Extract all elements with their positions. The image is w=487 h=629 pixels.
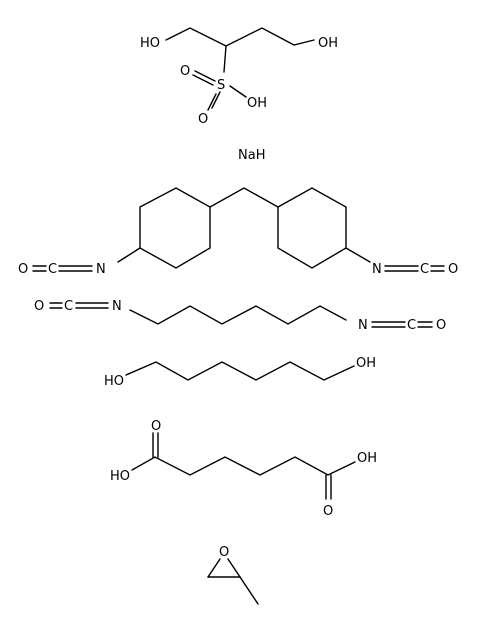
isocyanate-nitrogen-right-label: N [358, 318, 368, 333]
sodium-hydride: NaH [238, 148, 265, 163]
isocyanate-carbon-right-label: C [407, 318, 416, 333]
sulfonic-hydroxyl-label: OH [247, 96, 267, 111]
isocyanate-carbon-left-label: C [48, 262, 57, 277]
isocyanate-carbon-right-label: C [420, 262, 429, 277]
sulfonyl-oxygen-upper-label: O [180, 64, 190, 79]
isocyanate-nitrogen-left-label: N [96, 262, 106, 277]
carboxyl-hydroxyl-left-label: HO [110, 469, 130, 484]
hexanediol: HO OH [104, 356, 376, 389]
carbonyl-oxygen-lower-label: O [323, 504, 333, 519]
hydroxyl-left-label: HO [140, 36, 160, 51]
epoxide-oxygen-label: O [219, 545, 229, 560]
isocyanate-oxygen-right-label: O [448, 262, 458, 277]
carbonyl-oxygen-upper-label: O [151, 419, 161, 434]
isocyanate-nitrogen-left-label: N [112, 299, 122, 314]
hydroxyl-right-label: OH [356, 356, 376, 371]
butanediol-sulfonic-acid: HO OH S O O OH [140, 27, 338, 127]
sulfur-label: S [217, 78, 225, 93]
carboxyl-hydroxyl-right-label: OH [357, 451, 377, 466]
isocyanate-oxygen-left-label: O [18, 262, 28, 277]
hydroxyl-left-label: HO [104, 374, 124, 389]
hmdi-diisocyanate: O C N N C O [18, 187, 458, 277]
sulfonyl-oxygen-lower-label: O [198, 112, 208, 127]
propylene-oxide: O [207, 545, 259, 605]
isocyanate-nitrogen-right-label: N [372, 262, 382, 277]
hdi-diisocyanate: O C N N C O [34, 299, 446, 333]
sodium-hydride-label: NaH [238, 148, 265, 163]
hydroxyl-right-label: OH [318, 36, 338, 51]
adipic-acid: O HO OH O [110, 419, 377, 519]
isocyanate-oxygen-left-label: O [34, 299, 44, 314]
isocyanate-carbon-left-label: C [64, 299, 73, 314]
isocyanate-oxygen-right-label: O [436, 318, 446, 333]
